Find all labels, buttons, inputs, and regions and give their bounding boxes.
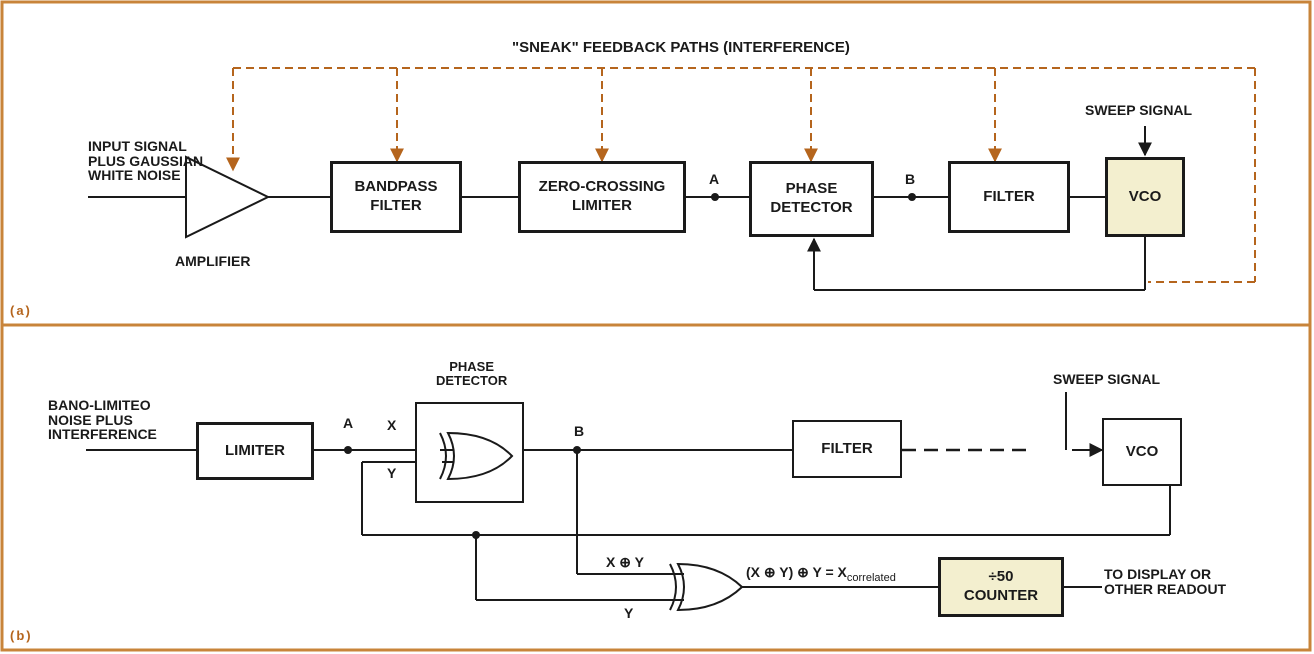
node-a-dot (711, 193, 719, 201)
xor-gate-1 (439, 431, 514, 481)
node-b-label-b: B (574, 423, 585, 439)
input-signal-label: INPUT SIGNAL PLUS GAUSSIAN WHITE NOISE (88, 138, 204, 184)
amplifier-label: AMPLIFIER (175, 253, 251, 269)
y-input-label: Y (387, 465, 397, 481)
node-a-label-b: A (343, 415, 354, 431)
bandpass-filter-block: BANDPASS FILTER (330, 161, 462, 233)
panel-b-frame (0, 323, 1312, 652)
xor-gate-2 (669, 562, 744, 612)
node-b-label: B (905, 171, 916, 187)
node-b-dot-b (573, 446, 581, 454)
divide-by-50-counter-block: ÷50 COUNTER (938, 557, 1064, 617)
phase-detector-block: PHASE DETECTOR (749, 161, 874, 237)
filter-block: FILTER (948, 161, 1070, 233)
panel-a-wires (88, 126, 1152, 291)
xor-in-label: X ⊕ Y (606, 554, 644, 570)
band-limited-input-label: BANO-LIMITEO NOISE PLUS INTERFERENCE (48, 397, 157, 443)
equation-label: (X ⊕ Y) ⊕ Y = Xcorrelated (746, 565, 896, 584)
x-input-label: X (387, 417, 397, 433)
phase-detector-label-b: PHASE DETECTOR (436, 359, 508, 388)
sweep-signal-label-b: SWEEP SIGNAL (1053, 371, 1161, 387)
sweep-signal-label-a: SWEEP SIGNAL (1085, 102, 1193, 118)
equation-subscript: correlated (846, 571, 896, 584)
junction-dot (472, 531, 480, 539)
amplifier-symbol (185, 155, 271, 239)
node-b-dot (908, 193, 916, 201)
sneak-feedback-paths (226, 67, 1256, 283)
equation-main: (X ⊕ Y) ⊕ Y = X (746, 564, 847, 580)
limiter-block: LIMITER (196, 422, 314, 480)
zero-crossing-limiter-block: ZERO-CROSSING LIMITER (518, 161, 686, 233)
output-label: TO DISPLAY OR OTHER READOUT (1104, 566, 1227, 597)
filter-block-b: FILTER (792, 420, 902, 478)
node-a-dot-b (344, 446, 352, 454)
panel-a-tag: (a) (10, 303, 32, 318)
vco-block-b: VCO (1102, 418, 1182, 486)
feedback-paths-title: "SNEAK" FEEDBACK PATHS (INTERFERENCE) (512, 39, 850, 56)
panel-b-tag: (b) (10, 628, 33, 643)
node-a-label: A (709, 171, 720, 187)
vco-block: VCO (1105, 157, 1185, 237)
y-bottom-label: Y (624, 605, 634, 621)
